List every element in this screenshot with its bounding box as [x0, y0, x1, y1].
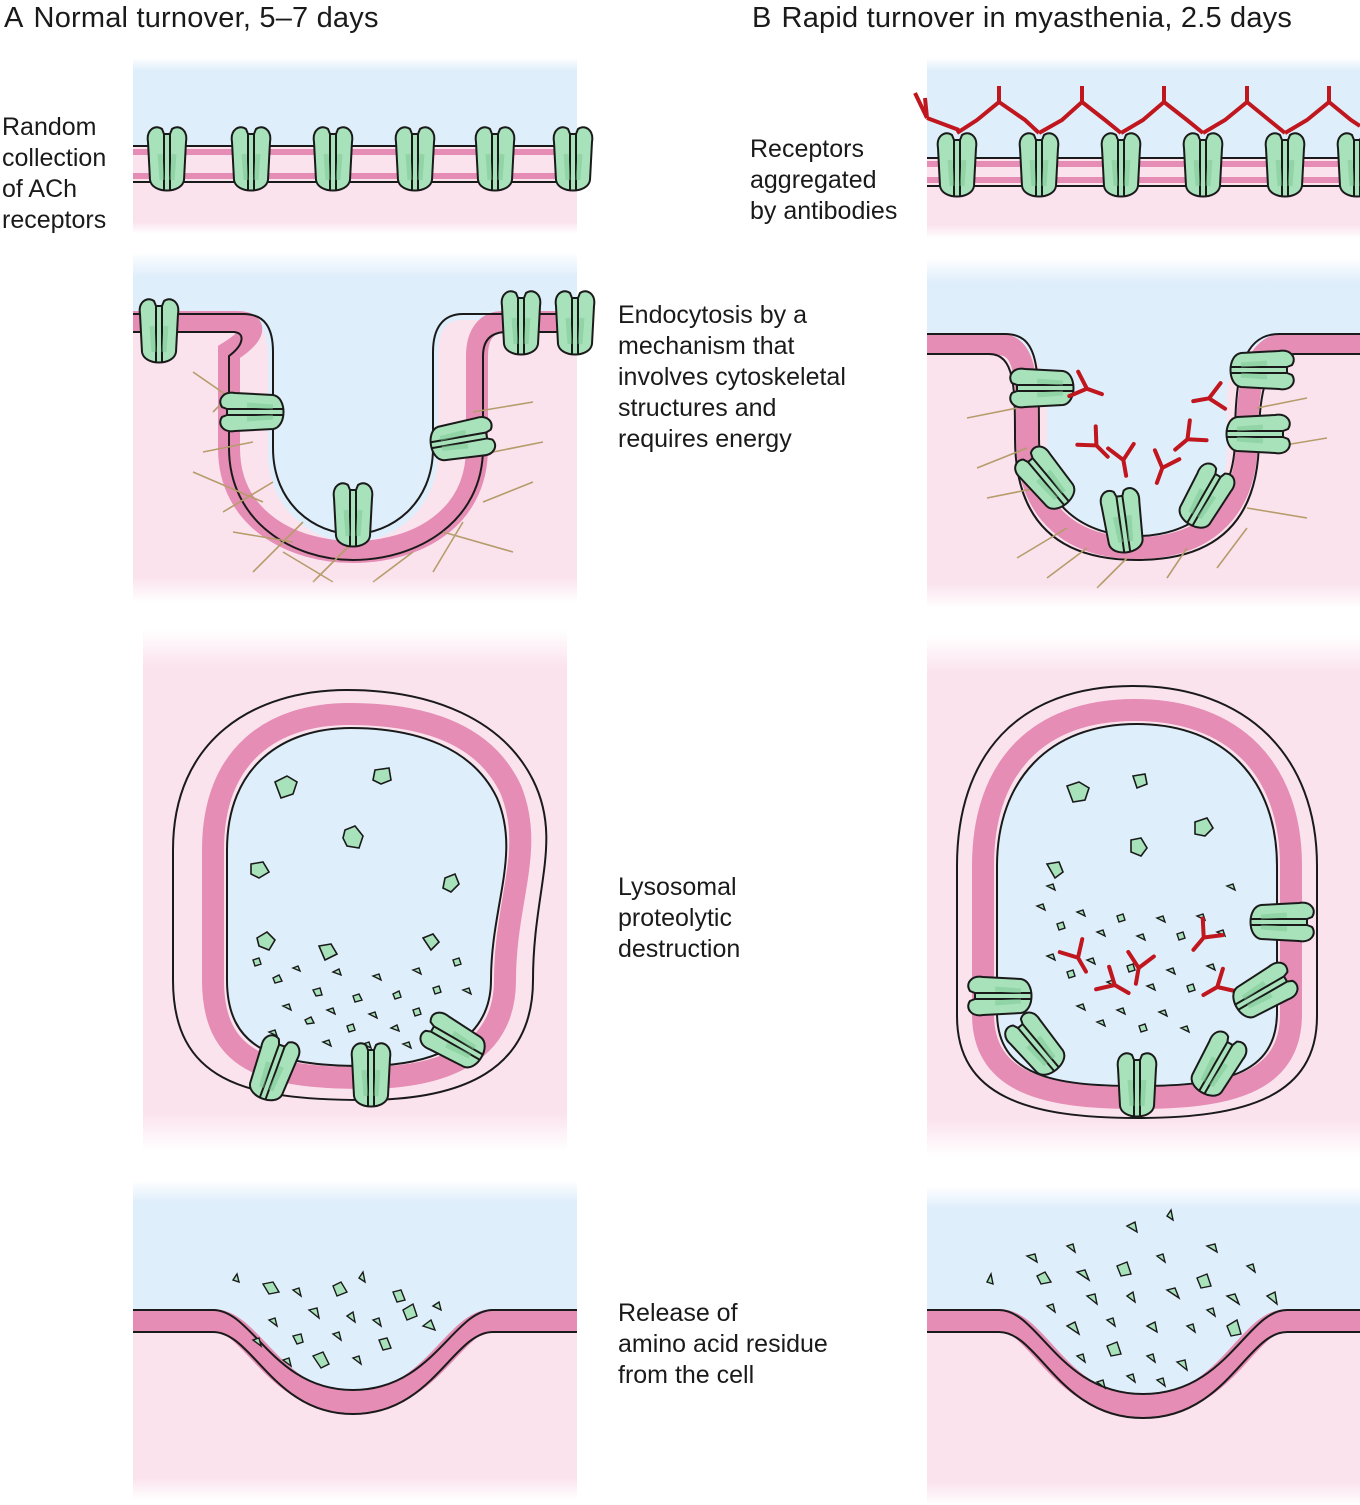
label-release-residue: Release of amino acid residue from the c…	[618, 1299, 828, 1389]
diagram-b-endocytosis	[927, 258, 1360, 608]
diagram-b-lysosome	[927, 636, 1360, 1156]
panel-b-title: Rapid turnover in myasthenia, 2.5 days	[781, 2, 1293, 34]
diagram-b-antibody-membrane	[913, 58, 1360, 238]
panel-a-title: Normal turnover, 5–7 days	[33, 2, 379, 34]
diagram-a-lysosome	[143, 630, 567, 1150]
panel-b-letter: B	[752, 2, 772, 34]
diagram-a-flat-membrane	[133, 58, 577, 234]
diagram-b-release	[927, 1186, 1360, 1505]
label-receptors-aggregated: Receptors aggregated by antibodies	[750, 135, 898, 225]
panel-a-letter: A	[4, 2, 24, 34]
panel-a-header: A Normal turnover, 5–7 days	[4, 2, 379, 35]
diagram-a-release	[133, 1180, 577, 1500]
panel-b-header: B Rapid turnover in myasthenia, 2.5 days	[752, 2, 1292, 35]
label-random-collection: Random collection of ACh receptors	[2, 113, 107, 234]
label-endocytosis: Endocytosis by a mechanism that involves…	[618, 301, 846, 453]
diagram-a-endocytosis	[133, 252, 577, 602]
label-lysosomal-destruction: Lysosomal proteolytic destruction	[618, 873, 741, 963]
